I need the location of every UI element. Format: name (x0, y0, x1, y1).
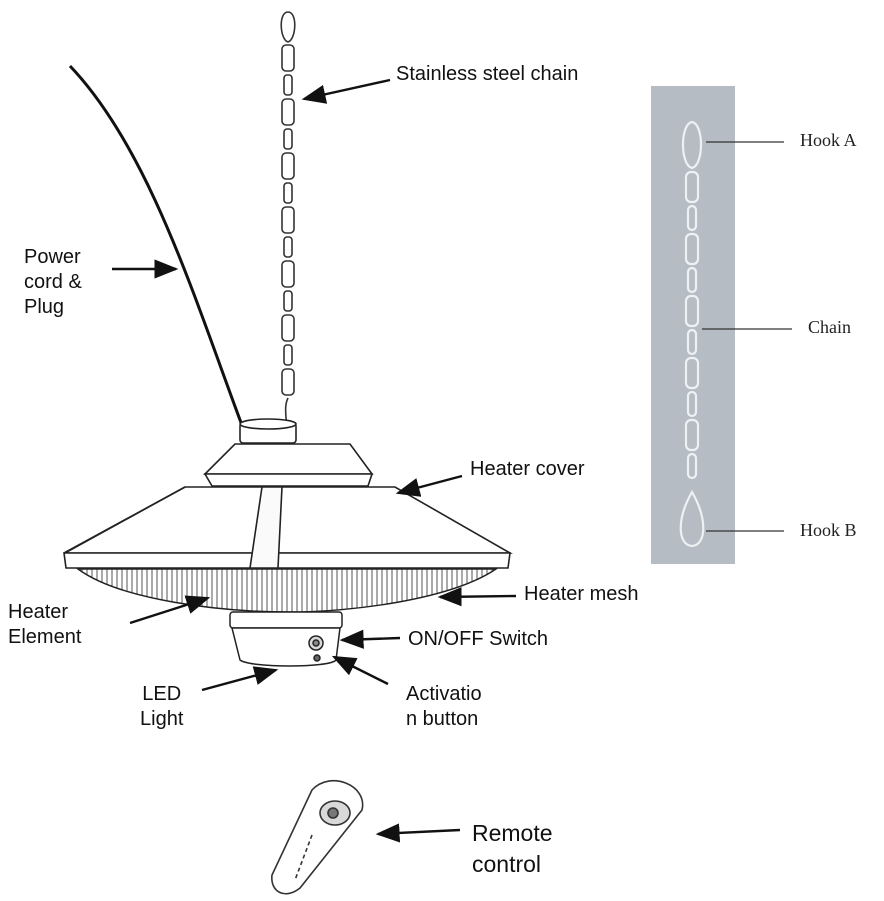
arrow-remote-control (378, 830, 460, 834)
label-hook-a: Hook A (800, 130, 857, 151)
label-heater-element: Heater Element (8, 600, 81, 650)
label-remote-control-line-1: Remote (472, 818, 553, 849)
label-heater-mesh: Heater mesh (524, 582, 639, 607)
arrow-chain (304, 80, 390, 99)
label-on-off-switch: ON/OFF Switch (408, 627, 548, 652)
label-power-cord-line-2: cord & (24, 270, 82, 295)
label-heater-cover: Heater cover (470, 457, 585, 482)
label-stainless-steel-chain: Stainless steel chain (396, 62, 578, 87)
hanging-chain (281, 12, 295, 436)
label-activation-button-line-1: Activatio (406, 682, 482, 707)
label-led-light-line-2: Light (140, 707, 183, 732)
label-kit-chain: Chain (808, 317, 851, 338)
arrow-heater-cover (398, 476, 462, 493)
heater-mesh-grille (78, 569, 496, 612)
arrow-heater-mesh (440, 596, 516, 597)
label-led-light: LED Light (140, 682, 183, 732)
remote-control-device (272, 781, 363, 894)
heater-body (64, 419, 510, 568)
label-heater-element-line-1: Heater (8, 600, 81, 625)
label-heater-element-line-2: Element (8, 625, 81, 650)
control-housing (230, 612, 342, 666)
label-power-cord-line-1: Power (24, 245, 82, 270)
arrow-led-light (202, 670, 276, 690)
arrow-activation-button (334, 657, 388, 684)
label-remote-control-line-2: control (472, 849, 553, 880)
label-led-light-line-1: LED (140, 682, 183, 707)
label-power-cord-line-3: Plug (24, 295, 82, 320)
label-remote-control: Remote control (472, 818, 553, 880)
label-hook-b: Hook B (800, 520, 857, 541)
label-activation-button: Activatio n button (406, 682, 482, 732)
label-activation-button-line-2: n button (406, 707, 482, 732)
arrow-on-off-switch (342, 638, 400, 640)
power-cord (70, 66, 243, 428)
label-power-cord: Power cord & Plug (24, 245, 82, 320)
